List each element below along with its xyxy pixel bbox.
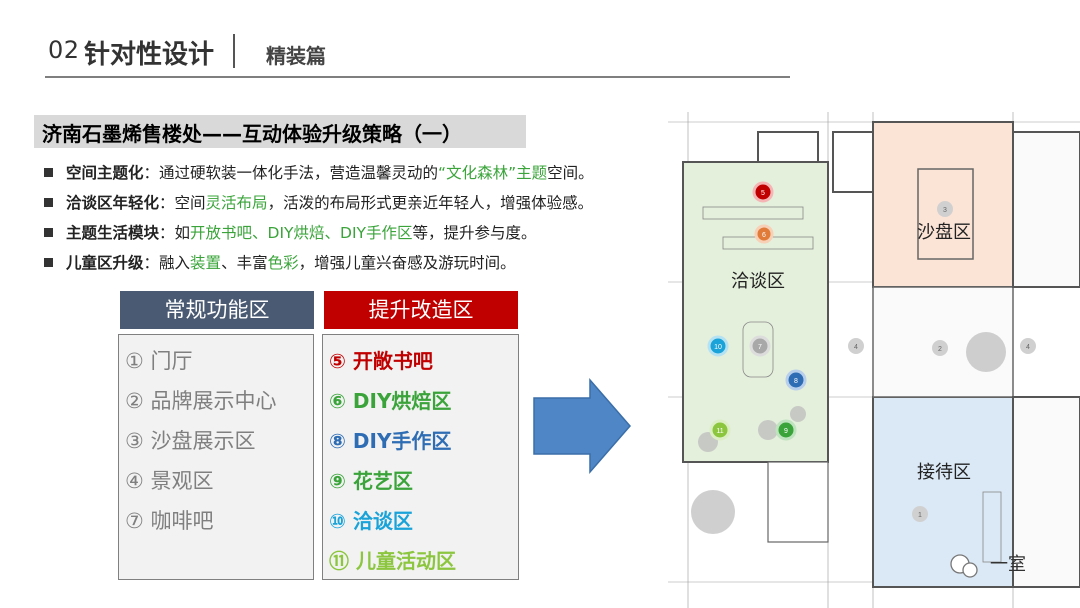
floor-plan: 洽谈区 沙盘区 接待区 5 6 7 8 9 10 11 4 2 4 3 1 一室 — [668, 112, 1080, 608]
watermark-text: 一室 — [990, 554, 1026, 575]
title-banner — [34, 115, 526, 148]
regular-zone-list: ① 门厅 ② 品牌展示中心 ③ 沙盘展示区 ④ 景观区 ⑦ 咖啡吧 — [118, 334, 314, 580]
list-item: ⑨ 花艺区 — [329, 469, 413, 493]
marker — [912, 506, 928, 522]
header-rule — [45, 76, 790, 78]
list-item: ① 门厅 — [125, 349, 193, 373]
square-bullet-icon — [44, 258, 53, 267]
bullet-lead: 空间主题化 — [66, 164, 144, 182]
section-number: 02 — [48, 36, 80, 64]
list-item: ⑪ 儿童活动区 — [329, 549, 456, 573]
bullet-item: 主题生活模块：如开放书吧、DIY烘焙、DIY手作区等，提升参与度。 — [44, 220, 684, 250]
svg-text:6: 6 — [762, 232, 766, 239]
section-subtitle: 精装篇 — [266, 44, 326, 68]
square-bullet-icon — [44, 168, 53, 177]
marker — [707, 335, 729, 357]
wechat-watermark: 一室 — [950, 554, 1026, 578]
slide-title: 济南石墨烯售楼处——互动体验升级策略（一） — [42, 122, 462, 146]
bullet-item: 洽谈区年轻化：空间灵活布局，活泼的布局形式更亲近年轻人，增强体验感。 — [44, 190, 684, 220]
svg-text:1: 1 — [918, 512, 922, 519]
svg-text:4: 4 — [854, 344, 858, 351]
marker — [785, 369, 807, 391]
bullet-list: 空间主题化：通过硬软装一体化手法，营造温馨灵动的“文化森林”主题空间。 洽谈区年… — [44, 160, 684, 280]
zone-label: 沙盘区 — [917, 222, 971, 243]
marker — [932, 340, 948, 356]
list-item: ⑥ DIY烘焙区 — [329, 389, 452, 413]
section-title: 针对性设计 — [84, 40, 215, 70]
list-item: ⑩ 洽谈区 — [329, 509, 413, 533]
zone-label: 接待区 — [917, 462, 971, 483]
upgrade-zone-header: 提升改造区 — [324, 291, 518, 329]
list-item: ④ 景观区 — [125, 469, 214, 493]
marker — [1020, 338, 1036, 354]
zone-label: 洽谈区 — [731, 271, 785, 292]
svg-text:4: 4 — [1026, 344, 1030, 351]
bullet-lead: 儿童区升级 — [66, 254, 144, 272]
square-bullet-icon — [44, 228, 53, 237]
list-item: ③ 沙盘展示区 — [125, 429, 256, 453]
marker — [749, 335, 771, 357]
svg-text:8: 8 — [794, 378, 798, 385]
svg-text:10: 10 — [714, 344, 722, 351]
svg-text:2: 2 — [938, 346, 942, 353]
marker — [775, 419, 797, 441]
bullet-lead: 洽谈区年轻化 — [66, 194, 160, 212]
svg-text:11: 11 — [716, 428, 723, 435]
svg-text:9: 9 — [784, 428, 788, 435]
square-bullet-icon — [44, 198, 53, 207]
marker — [752, 181, 774, 203]
list-item: ② 品牌展示中心 — [125, 389, 277, 413]
marker — [709, 419, 731, 441]
marker — [754, 224, 774, 244]
svg-text:7: 7 — [758, 344, 762, 351]
regular-zone-header: 常规功能区 — [120, 291, 314, 329]
svg-text:5: 5 — [761, 190, 765, 197]
bullet-lead: 主题生活模块 — [66, 224, 160, 242]
bullet-item: 儿童区升级：融入装置、丰富色彩，增强儿童兴奋感及游玩时间。 — [44, 250, 684, 280]
right-arrow-icon — [533, 378, 631, 475]
marker — [848, 338, 864, 354]
list-item: ⑦ 咖啡吧 — [125, 509, 214, 533]
svg-text:3: 3 — [943, 207, 947, 214]
upgrade-zone-list: ⑤ 开敞书吧 ⑥ DIY烘焙区 ⑧ DIY手作区 ⑨ 花艺区 ⑩ 洽谈区 ⑪ 儿… — [322, 334, 519, 580]
header-divider — [233, 34, 235, 68]
marker — [937, 201, 953, 217]
list-item: ⑧ DIY手作区 — [329, 429, 452, 453]
list-item: ⑤ 开敞书吧 — [329, 349, 433, 373]
bullet-item: 空间主题化：通过硬软装一体化手法，营造温馨灵动的“文化森林”主题空间。 — [44, 160, 684, 190]
